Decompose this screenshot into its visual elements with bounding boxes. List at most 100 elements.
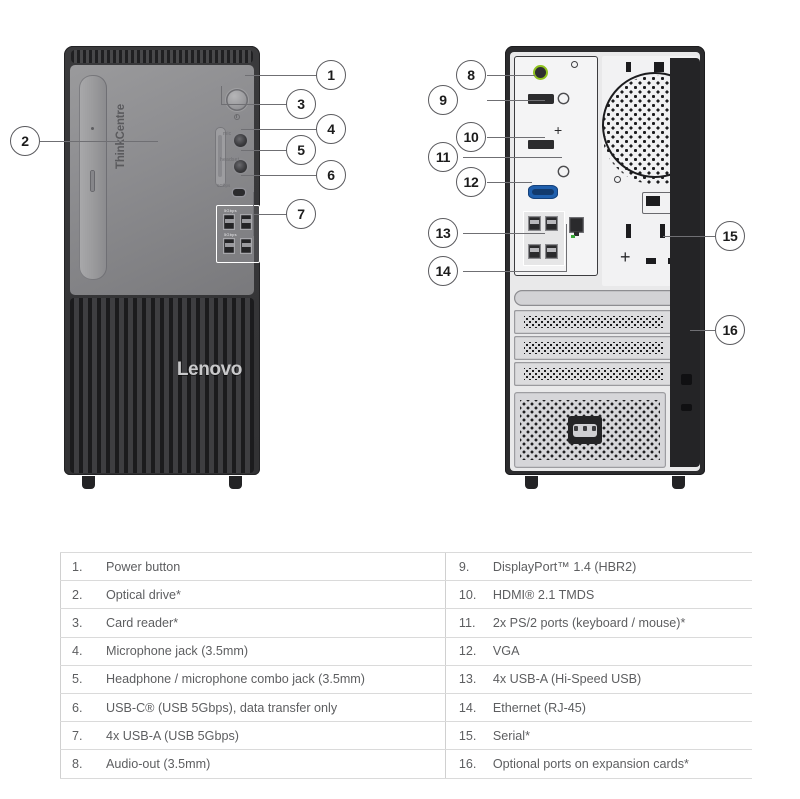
legend-text: Optional ports on expansion cards* xyxy=(488,749,752,779)
side-vent-port xyxy=(681,404,692,411)
callout-14[interactable]: 14 xyxy=(428,256,458,286)
power-button[interactable] xyxy=(226,89,248,111)
legend-number: 8. xyxy=(60,749,102,779)
optical-eject-button[interactable] xyxy=(90,170,95,192)
callout-16[interactable]: 16 xyxy=(715,315,745,345)
legend-number: 7. xyxy=(60,721,102,751)
legend-text: Headphone / microphone combo jack (3.5mm… xyxy=(102,664,446,694)
chassis-foot xyxy=(672,476,685,489)
legend-number: 12. xyxy=(444,636,489,666)
callout-8[interactable]: 8 xyxy=(456,60,486,90)
expansion-slot-cover[interactable] xyxy=(514,336,698,360)
product-illustration: ThinkCentre mic headset 5Gbps 5Gbps 5 xyxy=(10,46,745,489)
rear-chassis: + + xyxy=(505,46,705,475)
displayport-port[interactable] xyxy=(528,94,554,104)
legend-number: 1. xyxy=(60,551,102,582)
vent-hole xyxy=(646,258,656,264)
audio-out-jack[interactable] xyxy=(535,67,546,78)
callout-6[interactable]: 6 xyxy=(316,160,346,190)
table-row: 1. Power button 9. DisplayPort™ 1.4 (HBR… xyxy=(60,551,752,582)
slot-perforation xyxy=(524,368,664,380)
thinkcentre-wordmark: ThinkCentre xyxy=(115,104,127,169)
legend-number: 2. xyxy=(60,580,102,610)
callout-9[interactable]: 9 xyxy=(428,85,458,115)
power-pin xyxy=(583,426,587,431)
slot-perforation xyxy=(524,342,664,354)
fan-grille-ring xyxy=(602,72,700,178)
legend-number: 5. xyxy=(60,664,102,694)
rear-view-tower: + + xyxy=(505,46,705,489)
power-inlet-pins xyxy=(574,426,596,431)
usb-a-port[interactable] xyxy=(528,244,541,259)
rear-side-strip xyxy=(670,58,700,467)
expansion-slot-blank xyxy=(514,290,698,306)
legend-text: Card reader* xyxy=(102,608,446,638)
usb-a-port[interactable] xyxy=(223,238,235,254)
usb-a-port[interactable] xyxy=(240,214,252,230)
legend-text: Ethernet (RJ-45) xyxy=(488,692,752,723)
ps2-keyboard-port[interactable] xyxy=(559,94,568,103)
table-row: 2. Optical drive* 10. HDMI® 2.1 TMDS xyxy=(60,580,752,610)
legend-text: DisplayPort™ 1.4 (HBR2) xyxy=(488,551,752,582)
chassis-foot xyxy=(525,476,538,489)
legend-text: Audio-out (3.5mm) xyxy=(102,749,446,779)
legend-text: USB-C® (USB 5Gbps), data transfer only xyxy=(102,692,446,723)
ethernet-port[interactable] xyxy=(569,217,584,236)
chassis-foot xyxy=(82,476,95,489)
legend-number: 10. xyxy=(444,580,489,610)
vent-hole xyxy=(626,224,631,238)
legend-text: Optical drive* xyxy=(102,580,446,610)
legend-text: 2x PS/2 ports (keyboard / mouse)* xyxy=(488,608,752,638)
usb-a-port[interactable] xyxy=(240,238,252,254)
callout-7[interactable]: 7 xyxy=(286,199,316,229)
headphone-jack-label: headset xyxy=(220,157,240,163)
card-reader-slot[interactable] xyxy=(215,127,226,187)
optical-drive-bay[interactable] xyxy=(79,75,107,280)
callout-15[interactable]: 15 xyxy=(715,221,745,251)
table-row: 6. USB-C® (USB 5Gbps), data transfer onl… xyxy=(60,692,752,723)
usb-a-port[interactable] xyxy=(545,244,558,259)
usb-c-port[interactable] xyxy=(233,189,245,196)
legend-number: 15. xyxy=(444,721,489,751)
usb-a-port[interactable] xyxy=(528,216,541,231)
side-vent-port xyxy=(681,374,692,385)
ps2-mouse-port[interactable] xyxy=(559,167,568,176)
lenovo-logo: Lenovo xyxy=(176,359,243,380)
front-upper-panel: ThinkCentre mic headset 5Gbps 5Gbps 5 xyxy=(70,65,260,295)
slot-perforation xyxy=(524,316,664,328)
table-row: 5. Headphone / microphone combo jack (3.… xyxy=(60,664,752,694)
usb-a-port[interactable] xyxy=(223,214,235,230)
callout-4[interactable]: 4 xyxy=(316,114,346,144)
front-usb-a-cluster[interactable]: 5Gbps 5Gbps xyxy=(216,205,260,263)
io-shield: + xyxy=(514,56,598,276)
legend-number: 11. xyxy=(444,608,489,638)
callout-1[interactable]: 1 xyxy=(316,60,346,90)
headphone-combo-jack[interactable] xyxy=(234,160,247,173)
callout-3[interactable]: 3 xyxy=(286,89,316,119)
usb-a-port[interactable] xyxy=(545,216,558,231)
microphone-jack[interactable] xyxy=(234,134,247,147)
callout-2[interactable]: 2 xyxy=(10,126,40,156)
screw-cross-icon: + xyxy=(554,122,563,138)
legend-number: 9. xyxy=(444,551,489,582)
legend-number: 14. xyxy=(444,692,489,723)
table-row: 7. 4x USB-A (USB 5Gbps) 15. Serial* xyxy=(60,721,752,751)
power-pin xyxy=(592,426,596,431)
callout-5[interactable]: 5 xyxy=(286,135,316,165)
rear-usb-a-cluster[interactable] xyxy=(523,211,565,266)
legend-text: Power button xyxy=(102,551,446,582)
vent-hole xyxy=(654,62,664,72)
vga-port[interactable] xyxy=(528,185,558,199)
expansion-slot-cover[interactable] xyxy=(514,310,698,334)
microphone-jack-label: mic xyxy=(223,131,232,137)
callout-11[interactable]: 11 xyxy=(428,142,458,172)
expansion-slot-cover[interactable] xyxy=(514,362,698,386)
callout-12[interactable]: 12 xyxy=(456,167,486,197)
hdmi-port[interactable] xyxy=(528,140,554,149)
rear-inner-panel: + + xyxy=(510,52,700,471)
legend-text: 4x USB-A (Hi-Speed USB) xyxy=(488,664,752,694)
callout-10[interactable]: 10 xyxy=(456,122,486,152)
screw-icon xyxy=(614,176,621,183)
callout-13[interactable]: 13 xyxy=(428,218,458,248)
legend-number: 4. xyxy=(60,636,102,666)
